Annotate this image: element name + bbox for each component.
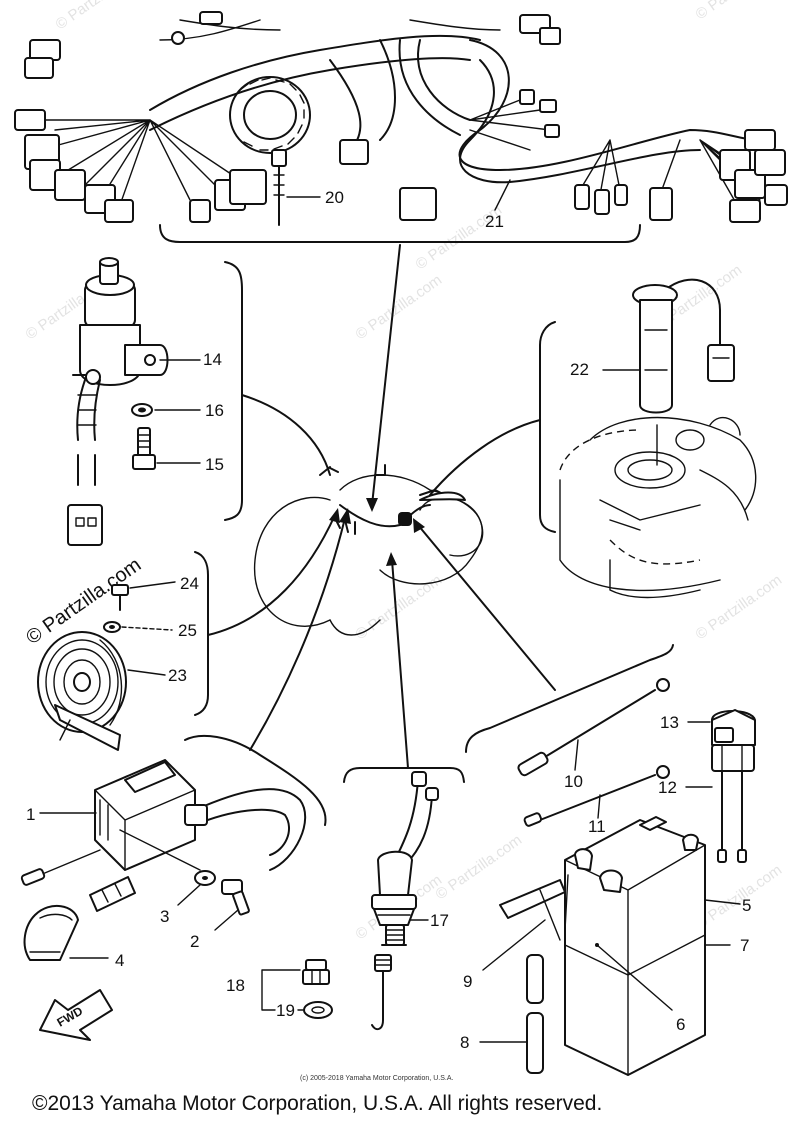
breather-pipe-8 [526, 954, 544, 1074]
copyright-footer: ©2013 Yamaha Motor Corporation, U.S.A. A… [32, 1092, 602, 1115]
coil-pointer [249, 517, 346, 751]
switch-pointer [241, 394, 331, 476]
leader-24 [129, 581, 176, 589]
leader-3 [177, 884, 201, 906]
horn [37, 631, 127, 751]
neutral-switch [371, 771, 439, 1031]
leader-6 [596, 944, 673, 1011]
switch-bracket [224, 261, 243, 521]
leader-23 [127, 669, 166, 676]
watermark: © Partzilla.com [353, 571, 446, 643]
callout-14: 14 [203, 350, 222, 369]
plug-18 [302, 959, 330, 985]
washer-16 [131, 403, 153, 417]
watermark: © Partzilla.com [433, 831, 526, 903]
callout-3: 3 [160, 907, 169, 926]
battery-pointer [417, 524, 556, 691]
watermark: © Partzilla.com [693, 571, 786, 643]
leader-25 [121, 626, 173, 631]
callout-21: 21 [485, 212, 504, 231]
screw-24 [111, 584, 129, 611]
callout-23: 23 [168, 666, 187, 685]
gasket-19 [303, 1001, 333, 1019]
callout-6: 6 [676, 1015, 685, 1034]
leader-10 [574, 739, 579, 771]
watermark: © Partzilla.com [353, 271, 446, 343]
callout-2: 2 [190, 932, 199, 951]
horn-pointer [207, 514, 336, 636]
washer-3 [194, 870, 216, 886]
leader-21 [494, 179, 511, 211]
callout-19: 19 [276, 1001, 295, 1020]
leader-18 [261, 969, 301, 1011]
harness-pointer [371, 244, 401, 506]
callout-4: 4 [115, 951, 124, 970]
callout-5: 5 [742, 896, 751, 915]
callout-24: 24 [180, 574, 199, 593]
bolt-15 [132, 427, 156, 470]
wire-harness [14, 11, 788, 226]
bolt-2 [221, 879, 250, 916]
leader-2 [214, 909, 239, 931]
callout-12: 12 [658, 778, 677, 797]
neutral-pointer [391, 559, 409, 769]
callout-7: 7 [740, 936, 749, 955]
leader-9 [482, 919, 546, 971]
negative-lead-10 [517, 678, 670, 777]
battery-bracket [465, 644, 674, 753]
callout-13: 13 [660, 713, 679, 732]
callout-8: 8 [460, 1033, 469, 1052]
fuel-gauge-sender [559, 278, 757, 599]
main-switch [67, 257, 169, 546]
harness-bracket [159, 224, 641, 243]
positive-lead-11 [523, 765, 670, 827]
callout-20: 20 [325, 188, 344, 207]
neutral-bracket [343, 767, 465, 783]
watermark: © Partzilla.com [693, 0, 786, 23]
leader-11 [597, 794, 601, 819]
leader-5 [704, 899, 741, 905]
watermark: © Partzilla.com [53, 0, 146, 33]
coil-bracket [184, 734, 327, 826]
frame-outline [253, 464, 484, 636]
washer-25 [103, 621, 121, 633]
fuse-holder-12 [711, 744, 755, 863]
starter-relay-13 [711, 709, 756, 746]
watermark: © Partzilla.com [693, 861, 786, 933]
fine-print: (c) 2005-2018 Yamaha Motor Corporation, … [300, 1075, 453, 1082]
fwd-arrow: FWD [39, 989, 113, 1041]
callout-18: 18 [226, 976, 245, 995]
sender-bracket [539, 321, 556, 533]
sender-pointer [429, 419, 541, 496]
callout-1: 1 [26, 805, 35, 824]
callout-10: 10 [564, 772, 583, 791]
callout-11: 11 [588, 817, 606, 836]
callout-15: 15 [205, 455, 224, 474]
callout-25: 25 [178, 621, 197, 640]
callout-22: 22 [570, 360, 589, 379]
callout-17: 17 [430, 911, 449, 930]
battery [499, 816, 706, 1076]
callout-16: 16 [205, 401, 224, 420]
callout-9: 9 [463, 972, 472, 991]
ignition-coil [20, 759, 307, 961]
